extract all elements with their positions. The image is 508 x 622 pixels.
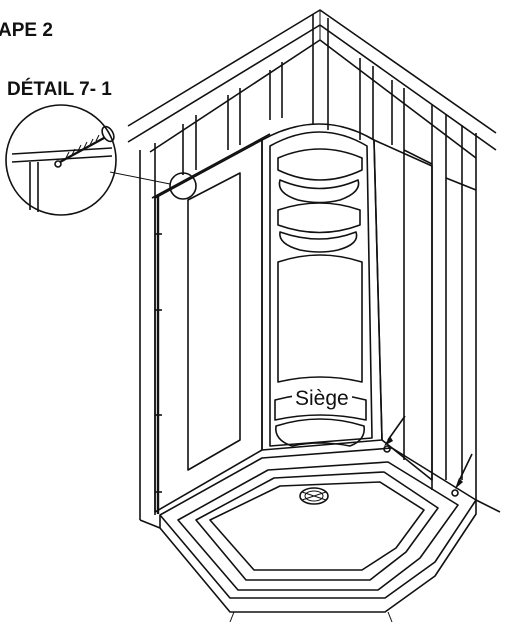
drain-icon [299, 487, 329, 505]
shelves [277, 148, 363, 383]
detail-callout [5, 104, 197, 216]
right-side-panel [373, 139, 433, 481]
floor-framing [139, 499, 501, 622]
seat-label: Siège [292, 387, 352, 411]
left-side-panel [151, 133, 271, 514]
ceiling-frame [127, 9, 497, 159]
detail-title: DÉTAIL 7- 1 [7, 79, 112, 100]
screw-icon [54, 125, 115, 168]
screw-callouts [155, 233, 473, 497]
wall-studs [139, 58, 477, 520]
shower-base [159, 447, 477, 613]
step-title: APE 2 [0, 20, 53, 41]
